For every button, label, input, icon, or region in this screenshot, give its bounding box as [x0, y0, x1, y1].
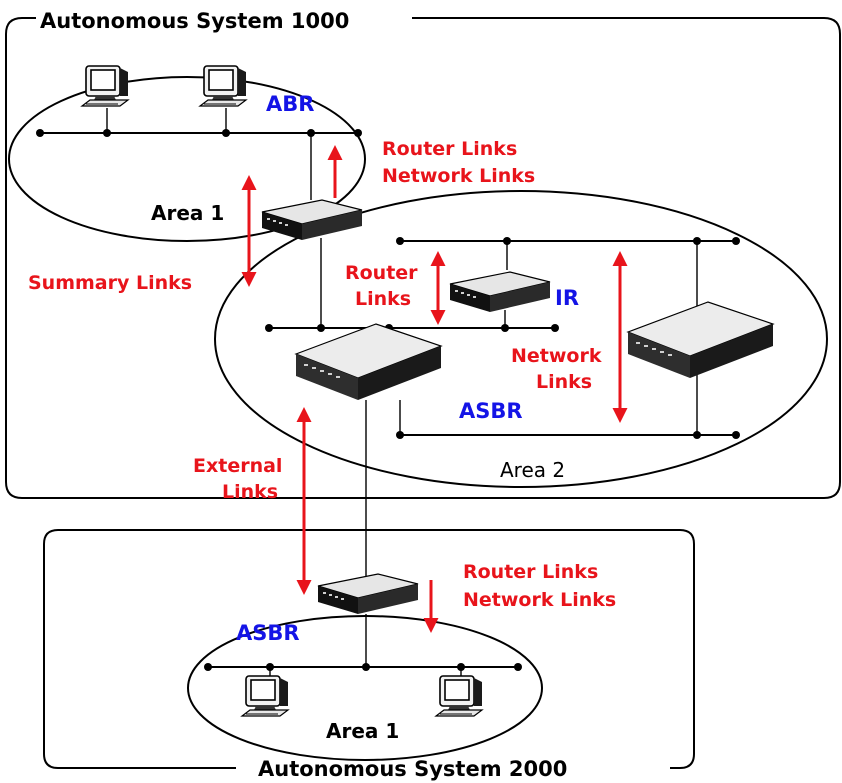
abr-router-links-label: Router Links	[382, 138, 517, 160]
computer-icon	[81, 65, 129, 107]
asbr-as2000-router-icon	[317, 573, 419, 615]
area2-router-icon	[627, 301, 774, 379]
abr-label: ABR	[266, 92, 314, 116]
computer-icon	[199, 65, 247, 107]
network-links-label-line2: Links	[536, 371, 592, 393]
as2000-network-links-label: Network Links	[463, 589, 616, 611]
summary-links-label: Summary Links	[28, 272, 192, 294]
computer-icon	[241, 675, 289, 717]
abr-network-links-label: Network Links	[382, 165, 535, 187]
ir-router-links-label-line2: Links	[355, 288, 411, 310]
computer-icon	[435, 675, 483, 717]
asbr-as1000-label: ASBR	[459, 399, 523, 423]
asbr-as2000-label: ASBR	[236, 621, 300, 645]
network-links-label-line1: Network	[511, 345, 602, 367]
as1000-area1-ellipse	[8, 76, 366, 242]
as2000-title: Autonomous System 2000	[258, 757, 567, 781]
ir-router-links-label-line1: Router	[345, 262, 418, 284]
as2000-boundary	[43, 529, 695, 769]
as2000-router-links-label: Router Links	[463, 561, 598, 583]
as1000-boundary	[5, 17, 841, 499]
external-links-label-line2: Links	[222, 481, 278, 503]
as1000-area2-label: Area 2	[500, 458, 565, 482]
asbr-as1000-router-icon	[295, 323, 442, 401]
external-links-label-line1: External	[193, 455, 282, 477]
ir-router-icon	[449, 271, 551, 313]
as1000-area1-label: Area 1	[151, 201, 224, 225]
abr-router-icon	[261, 199, 363, 241]
as2000-area1-ellipse	[187, 615, 543, 761]
as1000-title: Autonomous System 1000	[40, 9, 349, 33]
as1000-area2-ellipse	[214, 190, 828, 488]
ir-label: IR	[555, 286, 579, 310]
as2000-area1-label: Area 1	[326, 719, 399, 743]
